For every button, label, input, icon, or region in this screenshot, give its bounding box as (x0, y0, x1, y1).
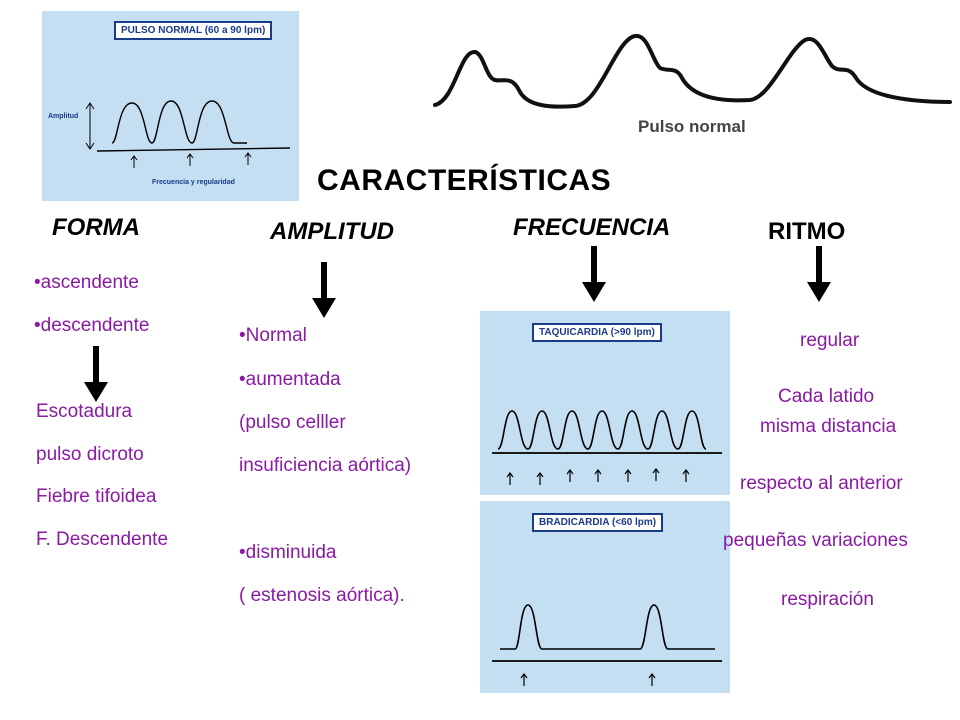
bradicardia-title: BRADICARDIA (<60 lpm) (532, 513, 664, 532)
forma-bullet-1: •ascendente (34, 272, 139, 293)
bradicardia-panel: BRADICARDIA (<60 lpm) (480, 501, 730, 693)
amplitud-axis-label: Amplitud (48, 113, 79, 120)
amplitud-arrow-icon (312, 262, 336, 318)
frecuencia-arrow-icon (582, 246, 606, 302)
amplitud-line-2: •aumentada (239, 369, 341, 390)
frecuencia-heading: FRECUENCIA (513, 214, 671, 241)
pulso-normal-panel: PULSO NORMAL (60 a 90 lpm) Amplitud Frec… (42, 11, 299, 201)
forma-heading: FORMA (52, 214, 140, 241)
frecuencia-axis-label: Frecuencia y regularidad (152, 179, 235, 186)
ritmo-line-1: regular (800, 330, 860, 351)
amplitud-line-6: ( estenosis aórtica). (239, 585, 405, 606)
ritmo-line-4: respecto al anterior (740, 473, 903, 494)
ritmo-line-2: Cada latido (778, 386, 875, 407)
pulso-normal-caption: Pulso normal (638, 117, 746, 136)
page-title: CARACTERÍSTICAS (317, 164, 612, 197)
ritmo-arrow-icon (807, 246, 831, 302)
forma-detail-2: pulso dicroto (36, 444, 144, 465)
taquicardia-panel: TAQUICARDIA (>90 lpm) (480, 311, 730, 495)
pulso-normal-curve (433, 34, 952, 109)
bradicardia-waveform (492, 604, 722, 686)
amplitud-line-5: •disminuida (239, 542, 337, 563)
pulso-normal-title: PULSO NORMAL (60 a 90 lpm) (114, 21, 273, 40)
amplitud-heading: AMPLITUD (270, 218, 394, 245)
amplitud-line-4: insuficiencia aórtica) (239, 455, 412, 476)
taquicardia-waveform (492, 410, 722, 485)
ritmo-line-5: pequeñas variaciones (723, 530, 908, 551)
ritmo-line-3: misma distancia (760, 416, 897, 437)
amplitud-line-3: (pulso celller (239, 412, 346, 433)
forma-detail-1: Escotadura (36, 401, 133, 422)
pulso-normal-waveform (85, 100, 291, 168)
forma-bullet-2: •descendente (34, 315, 150, 336)
forma-detail-4: F. Descendente (36, 529, 169, 550)
ritmo-heading: RITMO (768, 218, 846, 245)
taquicardia-title: TAQUICARDIA (>90 lpm) (532, 323, 662, 342)
forma-arrow-icon (84, 346, 108, 402)
forma-detail-3: Fiebre tifoidea (36, 486, 157, 507)
ritmo-line-6: respiración (781, 589, 874, 610)
amplitud-line-1: •Normal (239, 325, 307, 346)
